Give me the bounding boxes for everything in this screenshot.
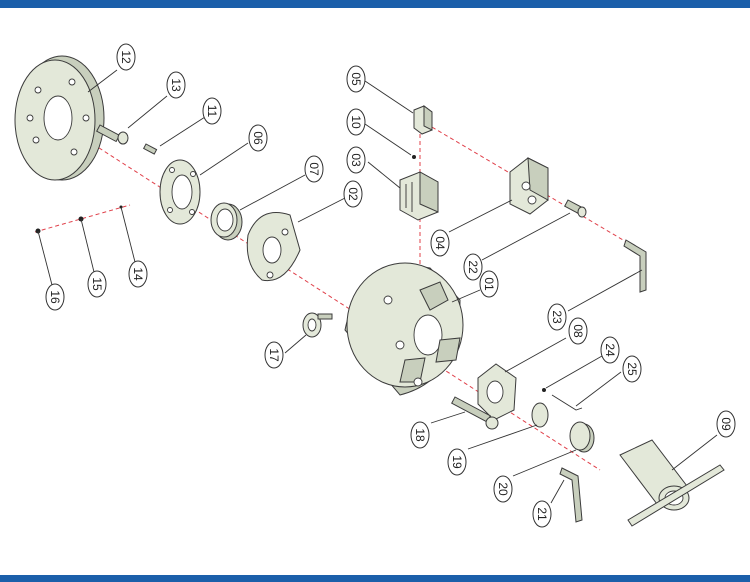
o-ring-19-part — [531, 402, 549, 428]
svg-text:10: 10 — [349, 115, 363, 129]
bottom-border-band — [0, 575, 750, 582]
eye-ring-17-part — [302, 312, 333, 338]
callout-16: 16 — [45, 283, 65, 311]
svg-text:19: 19 — [450, 455, 464, 469]
svg-text:04: 04 — [433, 236, 447, 250]
callout-13: 13 — [166, 71, 186, 99]
callout-04: 04 — [430, 229, 450, 257]
svg-text:08: 08 — [571, 324, 585, 338]
bolt-18-part — [451, 396, 499, 430]
svg-text:01: 01 — [482, 277, 496, 291]
svg-text:06: 06 — [251, 131, 265, 145]
callout-12: 12 — [116, 43, 136, 71]
wrench-25-part — [551, 394, 583, 411]
callout-25: 25 — [622, 355, 642, 383]
leader-lines — [37, 69, 718, 504]
callout-07: 07 — [304, 155, 324, 183]
callout-bubbles: 12 13 11 06 07 02 05 10 — [45, 43, 736, 528]
svg-text:14: 14 — [131, 267, 145, 281]
svg-text:17: 17 — [267, 348, 281, 362]
callout-09: 09 — [716, 410, 736, 438]
callout-11: 11 — [202, 97, 222, 125]
svg-text:15: 15 — [90, 277, 104, 291]
jaw-04-part — [509, 157, 549, 215]
svg-text:22: 22 — [466, 260, 480, 274]
ring-flange-part — [159, 159, 201, 225]
callout-19: 19 — [447, 448, 467, 476]
screw-11-part — [142, 143, 158, 155]
callout-14: 14 — [128, 260, 148, 288]
pins-part — [35, 205, 123, 234]
bolt-13-part — [96, 124, 129, 145]
screw-22-part — [564, 199, 587, 218]
svg-text:12: 12 — [119, 50, 133, 64]
tool-09-part — [619, 439, 725, 527]
cap-20-part — [569, 421, 595, 453]
assembly-axes — [34, 109, 641, 471]
callout-18: 18 — [410, 421, 430, 449]
wrench-23-part — [623, 239, 647, 293]
callout-20: 20 — [493, 475, 513, 503]
pin-10-part — [412, 155, 416, 159]
svg-text:16: 16 — [48, 290, 62, 304]
flange-08-part — [477, 363, 517, 421]
top-border-band — [0, 0, 750, 8]
chuck-body-part — [344, 262, 464, 396]
wrench-21-part — [559, 467, 583, 523]
svg-text:02: 02 — [346, 187, 360, 201]
screw-24-part — [542, 388, 546, 392]
callout-05: 05 — [346, 65, 366, 93]
callout-06: 06 — [248, 124, 268, 152]
back-plate-part — [14, 55, 105, 181]
svg-text:24: 24 — [603, 343, 617, 357]
housing-02-part — [246, 212, 301, 282]
callout-01: 01 — [479, 270, 499, 298]
callout-21: 21 — [532, 500, 552, 528]
callout-15: 15 — [87, 270, 107, 298]
bushing-07-part — [210, 202, 243, 241]
svg-text:21: 21 — [535, 507, 549, 521]
svg-text:11: 11 — [205, 105, 219, 118]
svg-text:25: 25 — [625, 362, 639, 376]
callout-08: 08 — [568, 317, 588, 345]
callout-23: 23 — [547, 303, 567, 331]
block-05-part — [413, 105, 433, 135]
svg-text:13: 13 — [169, 78, 183, 92]
svg-text:07: 07 — [307, 162, 321, 176]
svg-text:03: 03 — [349, 153, 363, 167]
callout-02: 02 — [343, 180, 363, 208]
svg-text:18: 18 — [413, 428, 427, 442]
callout-10: 10 — [346, 108, 366, 136]
svg-text:05: 05 — [349, 72, 363, 86]
svg-text:20: 20 — [496, 482, 510, 496]
callout-03: 03 — [346, 146, 366, 174]
callout-22: 22 — [463, 253, 483, 281]
jaw-nut-03-part — [399, 171, 439, 221]
svg-text:09: 09 — [719, 417, 733, 431]
callout-17: 17 — [264, 341, 284, 369]
svg-text:23: 23 — [550, 310, 564, 324]
callout-24: 24 — [600, 336, 620, 364]
